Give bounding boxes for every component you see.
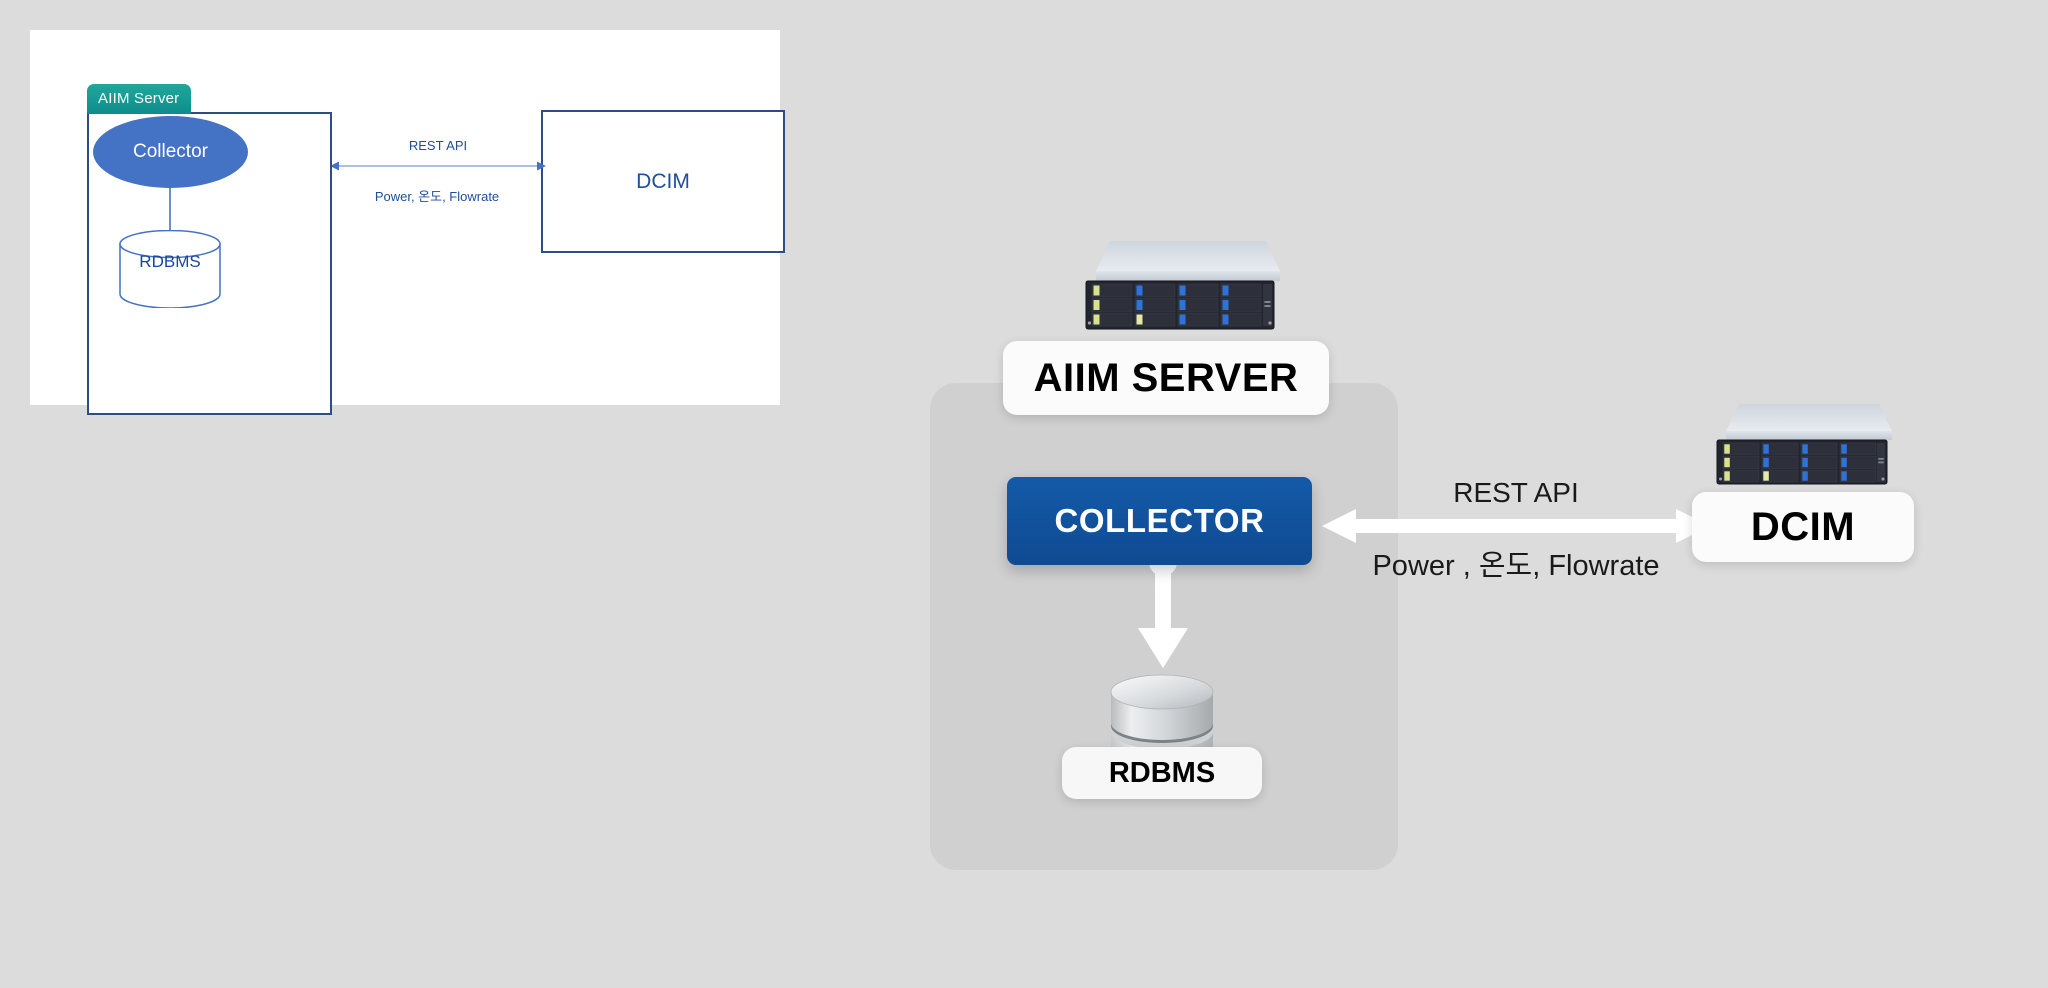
payload-label: Power , 온도, Flowrate xyxy=(1372,550,1660,582)
arrow-down-icon xyxy=(1138,548,1188,668)
arrow-left-right-icon-small xyxy=(330,161,546,171)
collector-ellipse: Collector xyxy=(93,116,248,188)
server-rack-icon-dcim xyxy=(1712,400,1892,504)
rest-api-label: REST API xyxy=(1453,477,1579,508)
aiim-server-label: AIIM SERVER xyxy=(1003,341,1329,415)
collector-node[interactable]: COLLECTOR xyxy=(1007,477,1312,565)
payload-label-small: Power, 온도, Flowrate xyxy=(374,189,500,204)
rdbms-label-small: RDBMS xyxy=(139,252,201,271)
dcim-box-small: DCIM xyxy=(541,110,785,253)
rdbms-label: RDBMS xyxy=(1062,747,1262,799)
rest-api-label-small: REST API xyxy=(408,138,468,153)
source-slide-card: AIIM Server Collector RDBMS DCIM REST AP… xyxy=(30,30,785,415)
dcim-label: DCIM xyxy=(1692,492,1914,562)
database-cylinder-icon-small xyxy=(119,230,221,308)
aiim-server-tab: AIIM Server xyxy=(87,84,192,114)
arrow-left-right-icon xyxy=(1322,509,1710,543)
server-rack-icon-aiim xyxy=(1080,237,1280,352)
